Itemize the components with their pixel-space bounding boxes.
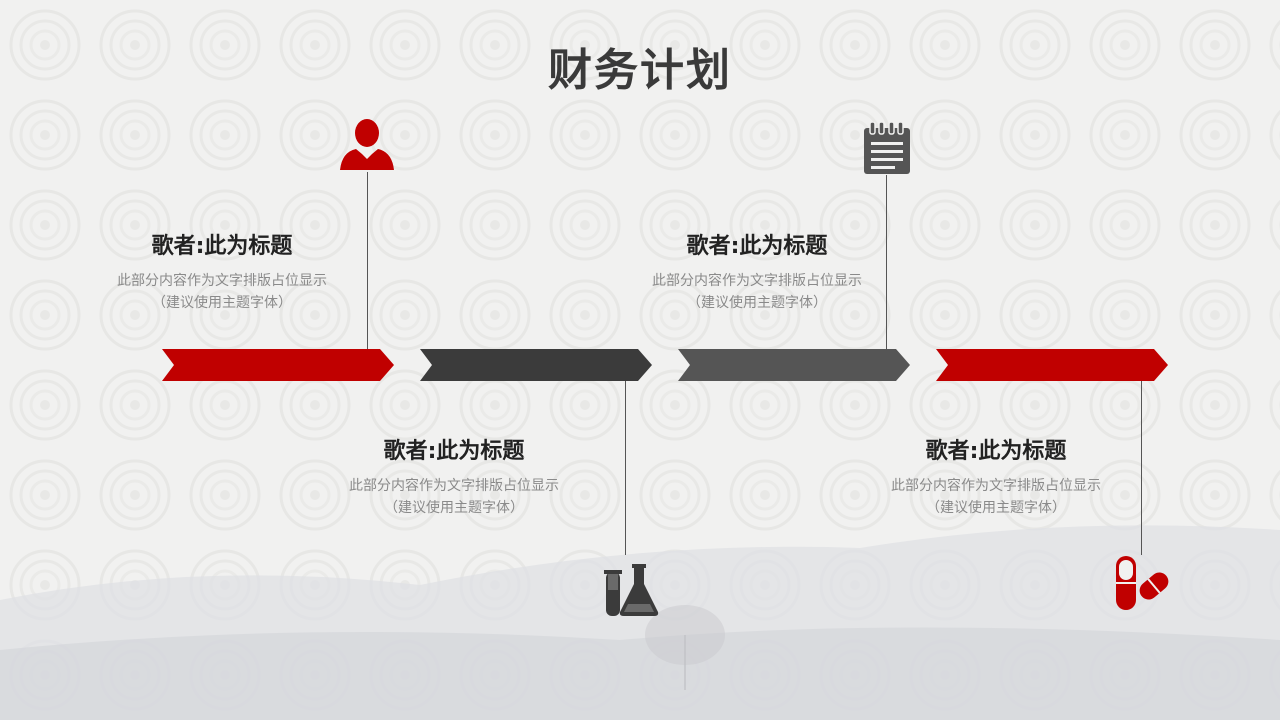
notepad-icon (864, 122, 910, 174)
step-3-heading: 歌者:此为标题 (686, 234, 828, 259)
step-4-heading: 歌者:此为标题 (925, 439, 1067, 464)
connector-line-2 (625, 381, 626, 555)
pill-icon (1116, 556, 1169, 610)
step-2-text: 歌者:此为标题 此部分内容作为文字排版占位显示 （建议使用主题字体） (304, 437, 604, 519)
timeline-arrow-4 (936, 349, 1168, 381)
step-1-text: 歌者:此为标题 此部分内容作为文字排版占位显示 （建议使用主题字体） (72, 232, 372, 314)
connector-line-3 (886, 175, 887, 349)
step-3-description: 此部分内容作为文字排版占位显示 （建议使用主题字体） (607, 270, 907, 314)
step-3-text: 歌者:此为标题 此部分内容作为文字排版占位显示 （建议使用主题字体） (607, 232, 907, 314)
step-1-desc-line1: 此部分内容作为文字排版占位显示 (117, 273, 327, 289)
timeline-arrow-3 (678, 349, 910, 381)
step-4-desc-line1: 此部分内容作为文字排版占位显示 (891, 478, 1101, 494)
step-2-desc-line1: 此部分内容作为文字排版占位显示 (349, 478, 559, 494)
step-1-description: 此部分内容作为文字排版占位显示 （建议使用主题字体） (72, 270, 372, 314)
step-3-desc-line2: （建议使用主题字体） (687, 295, 827, 311)
lab-flask-icon (604, 564, 659, 616)
step-2-heading: 歌者:此为标题 (383, 439, 525, 464)
connector-line-1 (367, 172, 368, 349)
person-icon (340, 119, 394, 170)
step-3-desc-line1: 此部分内容作为文字排版占位显示 (652, 273, 862, 289)
step-1-heading: 歌者:此为标题 (151, 234, 293, 259)
connector-line-4 (1141, 381, 1142, 555)
page-title: 财务计划 (548, 45, 732, 96)
timeline-arrow-2 (420, 349, 652, 381)
step-4-description: 此部分内容作为文字排版占位显示 （建议使用主题字体） (846, 475, 1146, 519)
step-1-desc-line2: （建议使用主题字体） (152, 295, 292, 311)
step-2-description: 此部分内容作为文字排版占位显示 （建议使用主题字体） (304, 475, 604, 519)
step-2-desc-line2: （建议使用主题字体） (384, 500, 524, 516)
step-4-text: 歌者:此为标题 此部分内容作为文字排版占位显示 （建议使用主题字体） (846, 437, 1146, 519)
step-4-desc-line2: （建议使用主题字体） (926, 500, 1066, 516)
timeline-arrow-1 (162, 349, 394, 381)
